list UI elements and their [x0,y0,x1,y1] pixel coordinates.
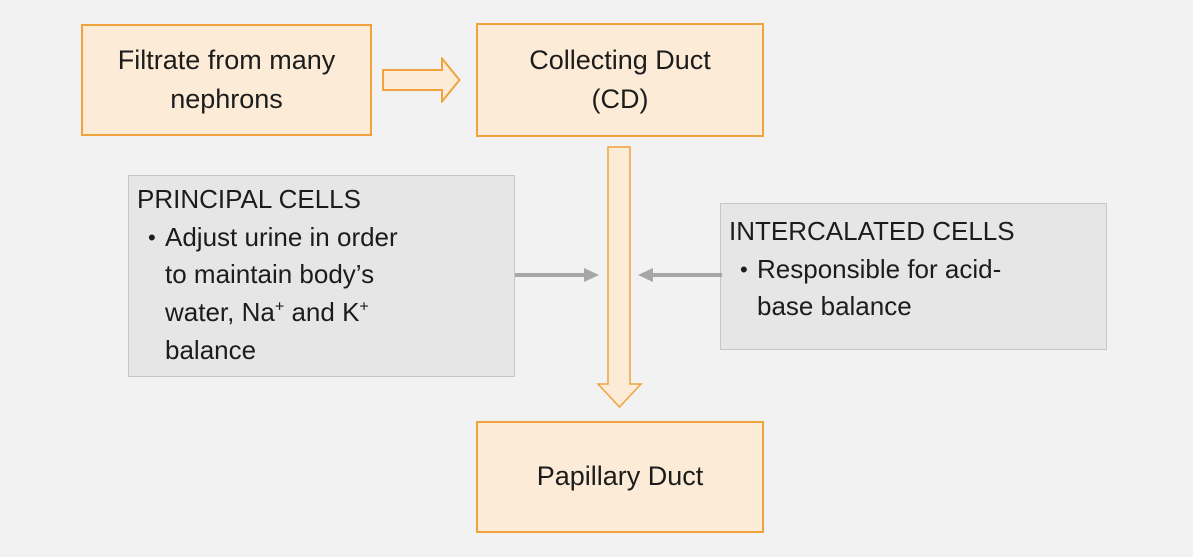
arrow-principal-cells-to-duct [515,268,599,282]
intercalated-cells-title: INTERCALATED CELLS [729,216,1015,246]
principal-cells-bullet-text: Adjust urine in order to maintain body’s… [165,219,410,370]
bullet-glyph: • [148,224,156,250]
down-block-arrow-icon [596,146,643,409]
collecting-duct-label-line1: Collecting Duct [529,44,711,75]
node-papillary-duct: Papillary Duct [476,421,764,533]
gray-arrow-head-icon [584,268,599,282]
principal-cells-title: PRINCIPAL CELLS [137,184,361,214]
superscript-plus: + [359,297,369,316]
gray-arrow-head-icon [638,268,653,282]
bullet-glyph: • [740,256,748,282]
node-principal-cells: PRINCIPAL CELLS • Adjust urine in order … [128,175,515,377]
arrow-intercalated-cells-to-duct [638,268,722,282]
bullet-text-part: and K [284,297,360,328]
intercalated-cells-bullet-item: • Responsible for acid-base balance [729,251,1100,326]
bullet-text-part: balance [165,334,257,365]
node-collecting-duct: Collecting Duct (CD) [476,23,764,137]
arrow-filtrate-to-collecting-duct [382,57,461,103]
principal-cells-bullet-item: • Adjust urine in order to maintain body… [137,219,508,370]
filtrate-label-line1: Filtrate from many [117,44,336,75]
filtrate-label-line2: nephrons [170,84,283,114]
collecting-duct-label-line2: (CD) [591,84,649,114]
arrow-collecting-duct-to-papillary-duct [596,146,643,409]
bullet-text-part: Adjust urine in order to maintain body’s… [165,221,398,328]
papillary-duct-label: Papillary Duct [536,461,704,492]
intercalated-cells-bullet-text: Responsible for acid-base balance [757,253,1002,322]
right-block-arrow-icon [382,57,461,103]
node-filtrate-from-many-nephrons: Filtrate from many nephrons [81,24,372,136]
node-intercalated-cells: INTERCALATED CELLS • Responsible for aci… [720,203,1107,350]
superscript-plus: + [274,297,285,316]
